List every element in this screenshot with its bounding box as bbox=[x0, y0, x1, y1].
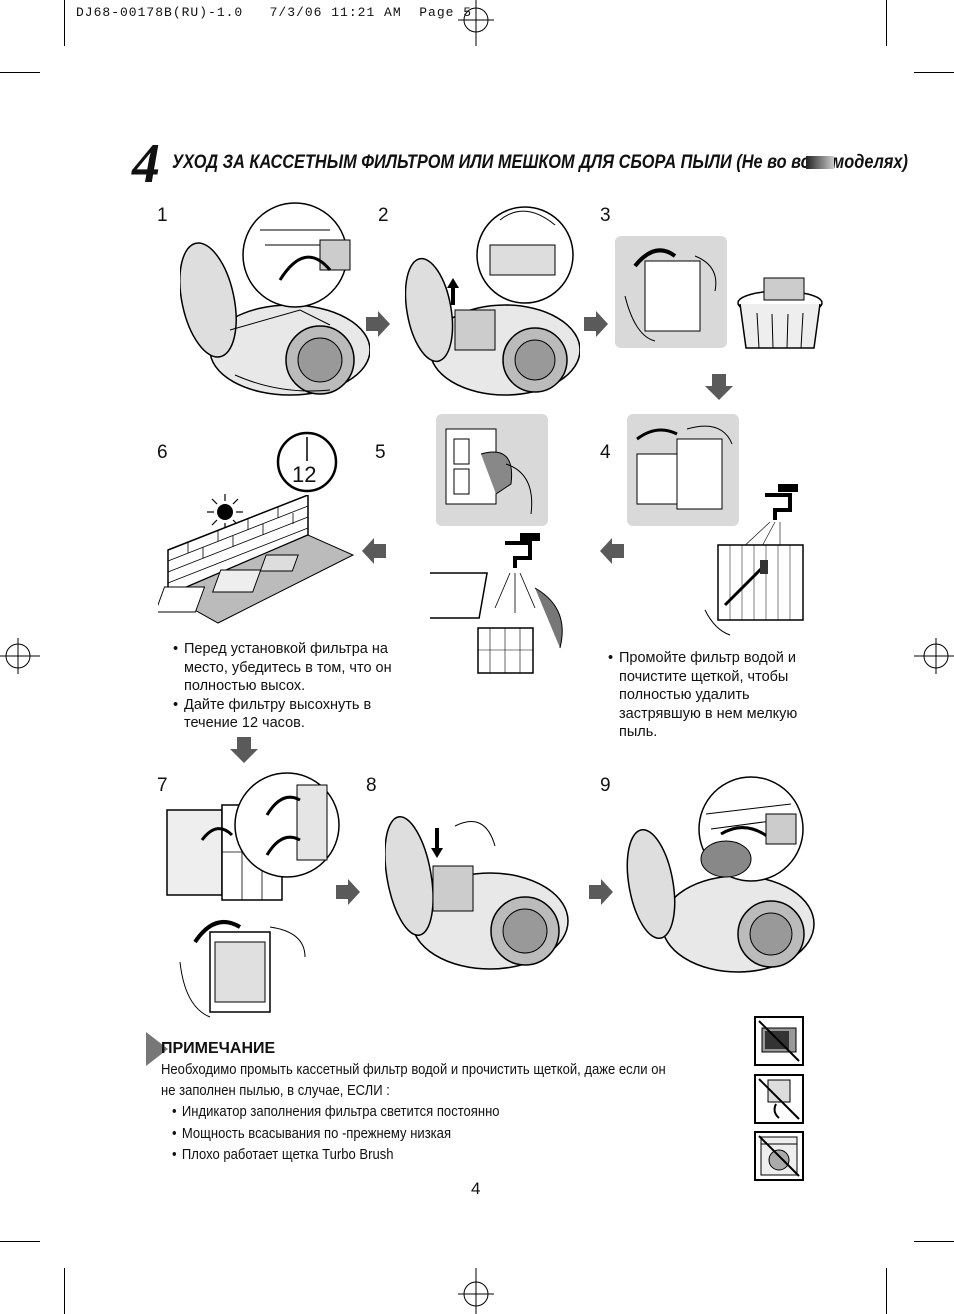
step-number: 9 bbox=[600, 775, 611, 796]
step-number: 3 bbox=[600, 205, 611, 226]
note-item: Индикатор заполнения фильтра светится по… bbox=[172, 1102, 500, 1124]
registration-mark-icon bbox=[458, 0, 494, 46]
step-number: 5 bbox=[375, 442, 386, 463]
note-line: Необходимо промыть кассетный фильтр водо… bbox=[161, 1062, 666, 1078]
arrow-right-icon bbox=[366, 311, 390, 337]
no-hairdryer-icon bbox=[754, 1074, 804, 1124]
arrow-right-icon bbox=[589, 879, 613, 905]
step-number: 1 bbox=[157, 205, 168, 226]
section-title: УХОД ЗА КАССЕТНЫМ ФИЛЬТРОМ ИЛИ МЕШКОМ ДЛ… bbox=[172, 152, 908, 173]
dry-note-item: Дайте фильтру высохнуть в течение 12 час… bbox=[173, 696, 423, 733]
crop-mark bbox=[0, 72, 40, 73]
crop-mark bbox=[886, 0, 887, 46]
arrow-right-icon bbox=[336, 879, 360, 905]
note-items: Индикатор заполнения фильтра светится по… bbox=[172, 1102, 500, 1167]
registration-mark-icon bbox=[914, 638, 954, 674]
crop-mark bbox=[914, 72, 954, 73]
note-title: ПРИМЕЧАНИЕ bbox=[161, 1040, 276, 1057]
registration-mark-icon bbox=[0, 638, 40, 674]
filter-frame-panel-illustration bbox=[436, 414, 548, 526]
crop-mark bbox=[0, 1241, 40, 1242]
vacuum-filter-lift-illustration bbox=[405, 206, 580, 396]
step-number: 2 bbox=[378, 205, 389, 226]
dry-notes: Перед установкой фильтра на место, убеди… bbox=[173, 640, 423, 733]
arrow-left-icon bbox=[600, 538, 624, 564]
clock-label: 12 bbox=[292, 462, 317, 487]
note-item: Мощность всасывания по -прежнему низкая bbox=[172, 1124, 500, 1146]
crop-mark bbox=[886, 1268, 887, 1314]
filter-rinse-faucet-illustration bbox=[430, 533, 563, 674]
vacuum-insert-filter-illustration bbox=[385, 816, 569, 970]
arrow-down-icon bbox=[705, 374, 733, 400]
sun-icon bbox=[207, 494, 243, 530]
vacuum-lock-filter-illustration bbox=[626, 776, 815, 973]
arrow-right-icon bbox=[584, 311, 608, 337]
vacuum-lid-open-illustration bbox=[180, 202, 370, 396]
section-number: 4 bbox=[132, 133, 160, 195]
print-slug: DJ68-00178B(RU)-1.0 7/3/06 11:21 AM Page… bbox=[76, 5, 473, 20]
arrow-down-icon bbox=[230, 737, 258, 763]
dry-note-item: Перед установкой фильтра на место, убеди… bbox=[173, 640, 423, 696]
wash-notes: Промойте фильтр водой и почистите щеткой… bbox=[608, 649, 823, 742]
step-number: 6 bbox=[157, 442, 168, 463]
arrow-left-icon bbox=[362, 538, 386, 564]
crop-mark bbox=[64, 1268, 65, 1314]
registration-mark-icon bbox=[458, 1268, 494, 1314]
filter-open-panel-illustration bbox=[627, 414, 739, 526]
note-line: не заполнен пылью, в случае, ЕСЛИ : bbox=[161, 1083, 390, 1099]
no-washing-machine-icon bbox=[754, 1131, 804, 1181]
step-number: 7 bbox=[157, 775, 168, 796]
filter-close-hands-illustration bbox=[179, 920, 306, 1018]
trash-bin-icon bbox=[737, 277, 823, 349]
filter-brush-rinse-illustration bbox=[704, 484, 804, 636]
note-marker-icon bbox=[146, 1032, 168, 1066]
clock-icon bbox=[276, 431, 338, 493]
wash-note-item: Промойте фильтр водой и почистите щеткой… bbox=[608, 649, 823, 742]
page-number: 4 bbox=[471, 1179, 481, 1198]
step-number: 8 bbox=[366, 775, 377, 796]
no-microwave-dry-icon bbox=[754, 1016, 804, 1066]
title-gradient-bar bbox=[806, 156, 834, 169]
filter-removal-panel-illustration bbox=[615, 236, 727, 348]
step-number: 4 bbox=[600, 442, 611, 463]
drying-wall-illustration bbox=[158, 495, 355, 624]
crop-mark bbox=[914, 1241, 954, 1242]
filter-reassemble-illustration bbox=[166, 772, 340, 901]
note-item: Плохо работает щетка Turbo Brush bbox=[172, 1145, 500, 1167]
crop-mark bbox=[64, 0, 65, 46]
